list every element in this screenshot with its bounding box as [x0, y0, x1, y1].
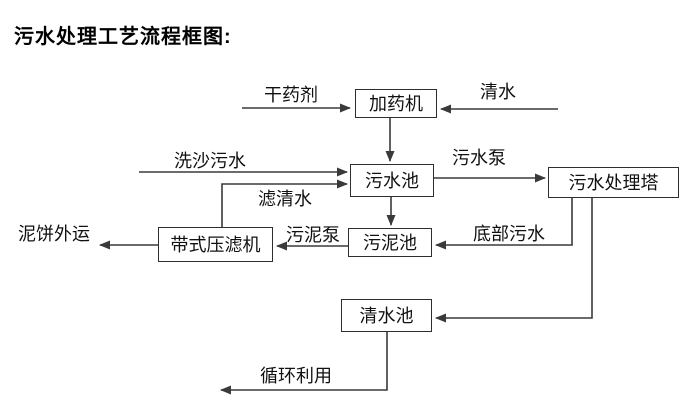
label-sewage-pump: 污水泵	[452, 148, 506, 168]
edge-bottom-sewage-line	[435, 198, 573, 250]
node-dosing-machine: 加药机	[355, 89, 437, 118]
edge-filtered-water-line	[221, 179, 348, 227]
label-sludge-pump: 污泥泵	[286, 225, 340, 245]
diagram-title: 污水处理工艺流程框图:	[14, 26, 232, 48]
label-sand-washing-sewage: 洗沙污水	[174, 151, 246, 171]
label-dry-agent: 干药剂	[264, 85, 318, 105]
node-clean-water-pool: 清水池	[341, 299, 432, 332]
node-sludge-pool: 污泥池	[348, 228, 432, 257]
label-mud-cake-out: 泥饼外运	[18, 224, 90, 244]
edge-tower-to-clean-pool	[435, 198, 593, 323]
node-sewage-pool: 污水池	[350, 164, 434, 197]
edge-recycle-line	[220, 332, 388, 395]
label-clean-water: 清水	[480, 82, 516, 102]
node-treatment-tower: 污水处理塔	[548, 167, 679, 198]
node-belt-filter-press: 带式压滤机	[158, 227, 273, 262]
label-bottom-sewage: 底部污水	[473, 224, 545, 244]
label-filtered-water: 滤清水	[258, 189, 312, 209]
label-recycle: 循环利用	[260, 366, 332, 386]
